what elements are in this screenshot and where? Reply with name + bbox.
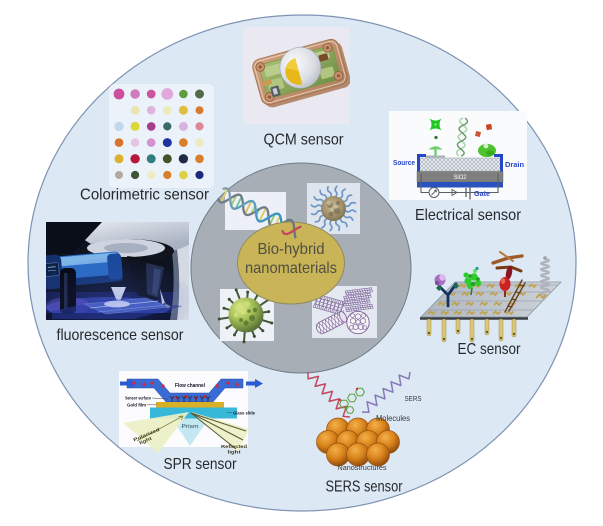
svg-text:SERS sensor: SERS sensor bbox=[326, 479, 404, 496]
svg-text:fluorescence sensor: fluorescence sensor bbox=[57, 327, 185, 344]
svg-text:Flow channel: Flow channel bbox=[175, 383, 206, 389]
svg-text:Molecules: Molecules bbox=[376, 414, 410, 423]
svg-text:Gate: Gate bbox=[474, 189, 490, 198]
svg-text:Gold film: Gold film bbox=[127, 403, 146, 408]
svg-text:Drain: Drain bbox=[505, 160, 524, 169]
svg-text:SiO2: SiO2 bbox=[454, 175, 468, 181]
svg-text:Reflected: Reflected bbox=[221, 444, 247, 449]
svg-text:Prism: Prism bbox=[182, 424, 199, 430]
svg-text:EC sensor: EC sensor bbox=[458, 341, 522, 358]
svg-text:SERS: SERS bbox=[405, 394, 422, 403]
svg-text:Colorimetric sensor: Colorimetric sensor bbox=[80, 187, 210, 204]
svg-text:Source: Source bbox=[393, 158, 415, 167]
svg-text:Bio-hybrid: Bio-hybrid bbox=[258, 241, 325, 258]
svg-text:light: light bbox=[138, 436, 152, 446]
svg-text:light: light bbox=[228, 450, 242, 455]
svg-text:Nanostructures: Nanostructures bbox=[338, 463, 387, 472]
svg-text:nanomaterials: nanomaterials bbox=[245, 260, 337, 277]
svg-text:Electrical sensor: Electrical sensor bbox=[415, 207, 522, 224]
svg-text:QCM sensor: QCM sensor bbox=[264, 132, 345, 149]
svg-text:SPR sensor: SPR sensor bbox=[164, 456, 238, 473]
svg-text:Glass slide: Glass slide bbox=[233, 411, 255, 416]
svg-text:Sensor surface: Sensor surface bbox=[125, 396, 151, 401]
